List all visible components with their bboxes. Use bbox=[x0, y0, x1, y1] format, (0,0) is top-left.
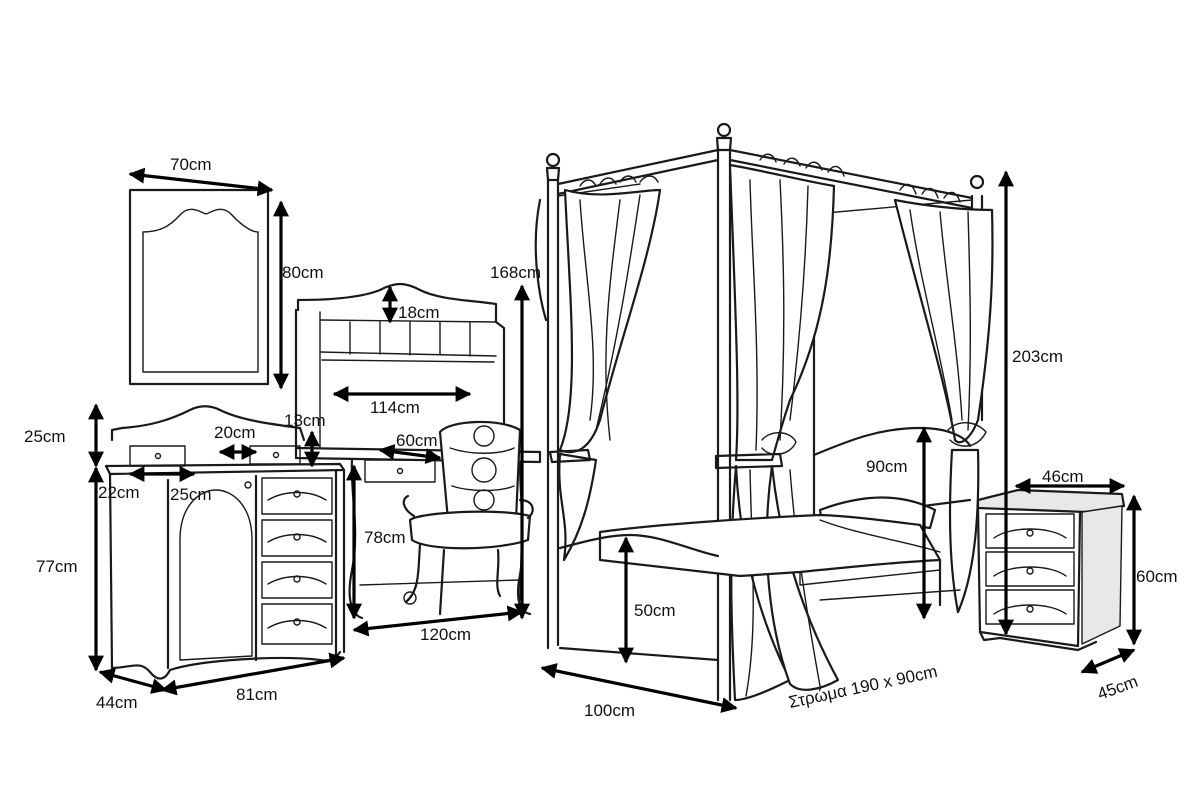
dresser-top-drawer-height-label: 13cm bbox=[284, 411, 326, 430]
dresser-depth-label: 44cm bbox=[96, 693, 138, 712]
desk-total-height-label: 168cm bbox=[490, 263, 541, 282]
desk-hutch-shelf-label: 18cm bbox=[398, 303, 440, 322]
mirror bbox=[128, 188, 270, 386]
desk-width-label: 120cm bbox=[420, 625, 471, 644]
mirror-width-label: 70cm bbox=[170, 155, 212, 174]
nightstand-height-label: 60cm bbox=[1136, 567, 1178, 586]
bed-footboard-height-label: 50cm bbox=[634, 601, 676, 620]
bed-height-label: 203cm bbox=[1012, 347, 1063, 366]
desk-drawer-width-label: 60cm bbox=[396, 431, 438, 450]
nightstand-depth-label: 45cm bbox=[1095, 672, 1141, 704]
nightstand-width-label: 46cm bbox=[1042, 467, 1084, 486]
dresser-height-label: 77cm bbox=[36, 557, 78, 576]
desk-hutch-width-label: 114cm bbox=[370, 398, 420, 417]
nightstand bbox=[976, 488, 1126, 652]
dresser-top-height-label: 25cm bbox=[24, 427, 66, 446]
desk-height-label: 78cm bbox=[364, 528, 406, 547]
canopy-bed bbox=[534, 122, 994, 702]
bed-width-label: 100cm bbox=[584, 701, 635, 720]
mirror-height-label: 80cm bbox=[282, 263, 324, 282]
dimension-lines bbox=[88, 167, 1142, 713]
dresser-mid-gap-label: 25cm bbox=[170, 485, 212, 504]
dresser-width-label: 81cm bbox=[236, 685, 278, 704]
dresser-left-gap-label: 22cm bbox=[98, 483, 140, 502]
dresser-top-drawer-width-label: 20cm bbox=[214, 423, 256, 442]
chair bbox=[402, 420, 534, 616]
bed-headboard-height-label: 90cm bbox=[866, 457, 908, 476]
dresser bbox=[104, 405, 346, 680]
